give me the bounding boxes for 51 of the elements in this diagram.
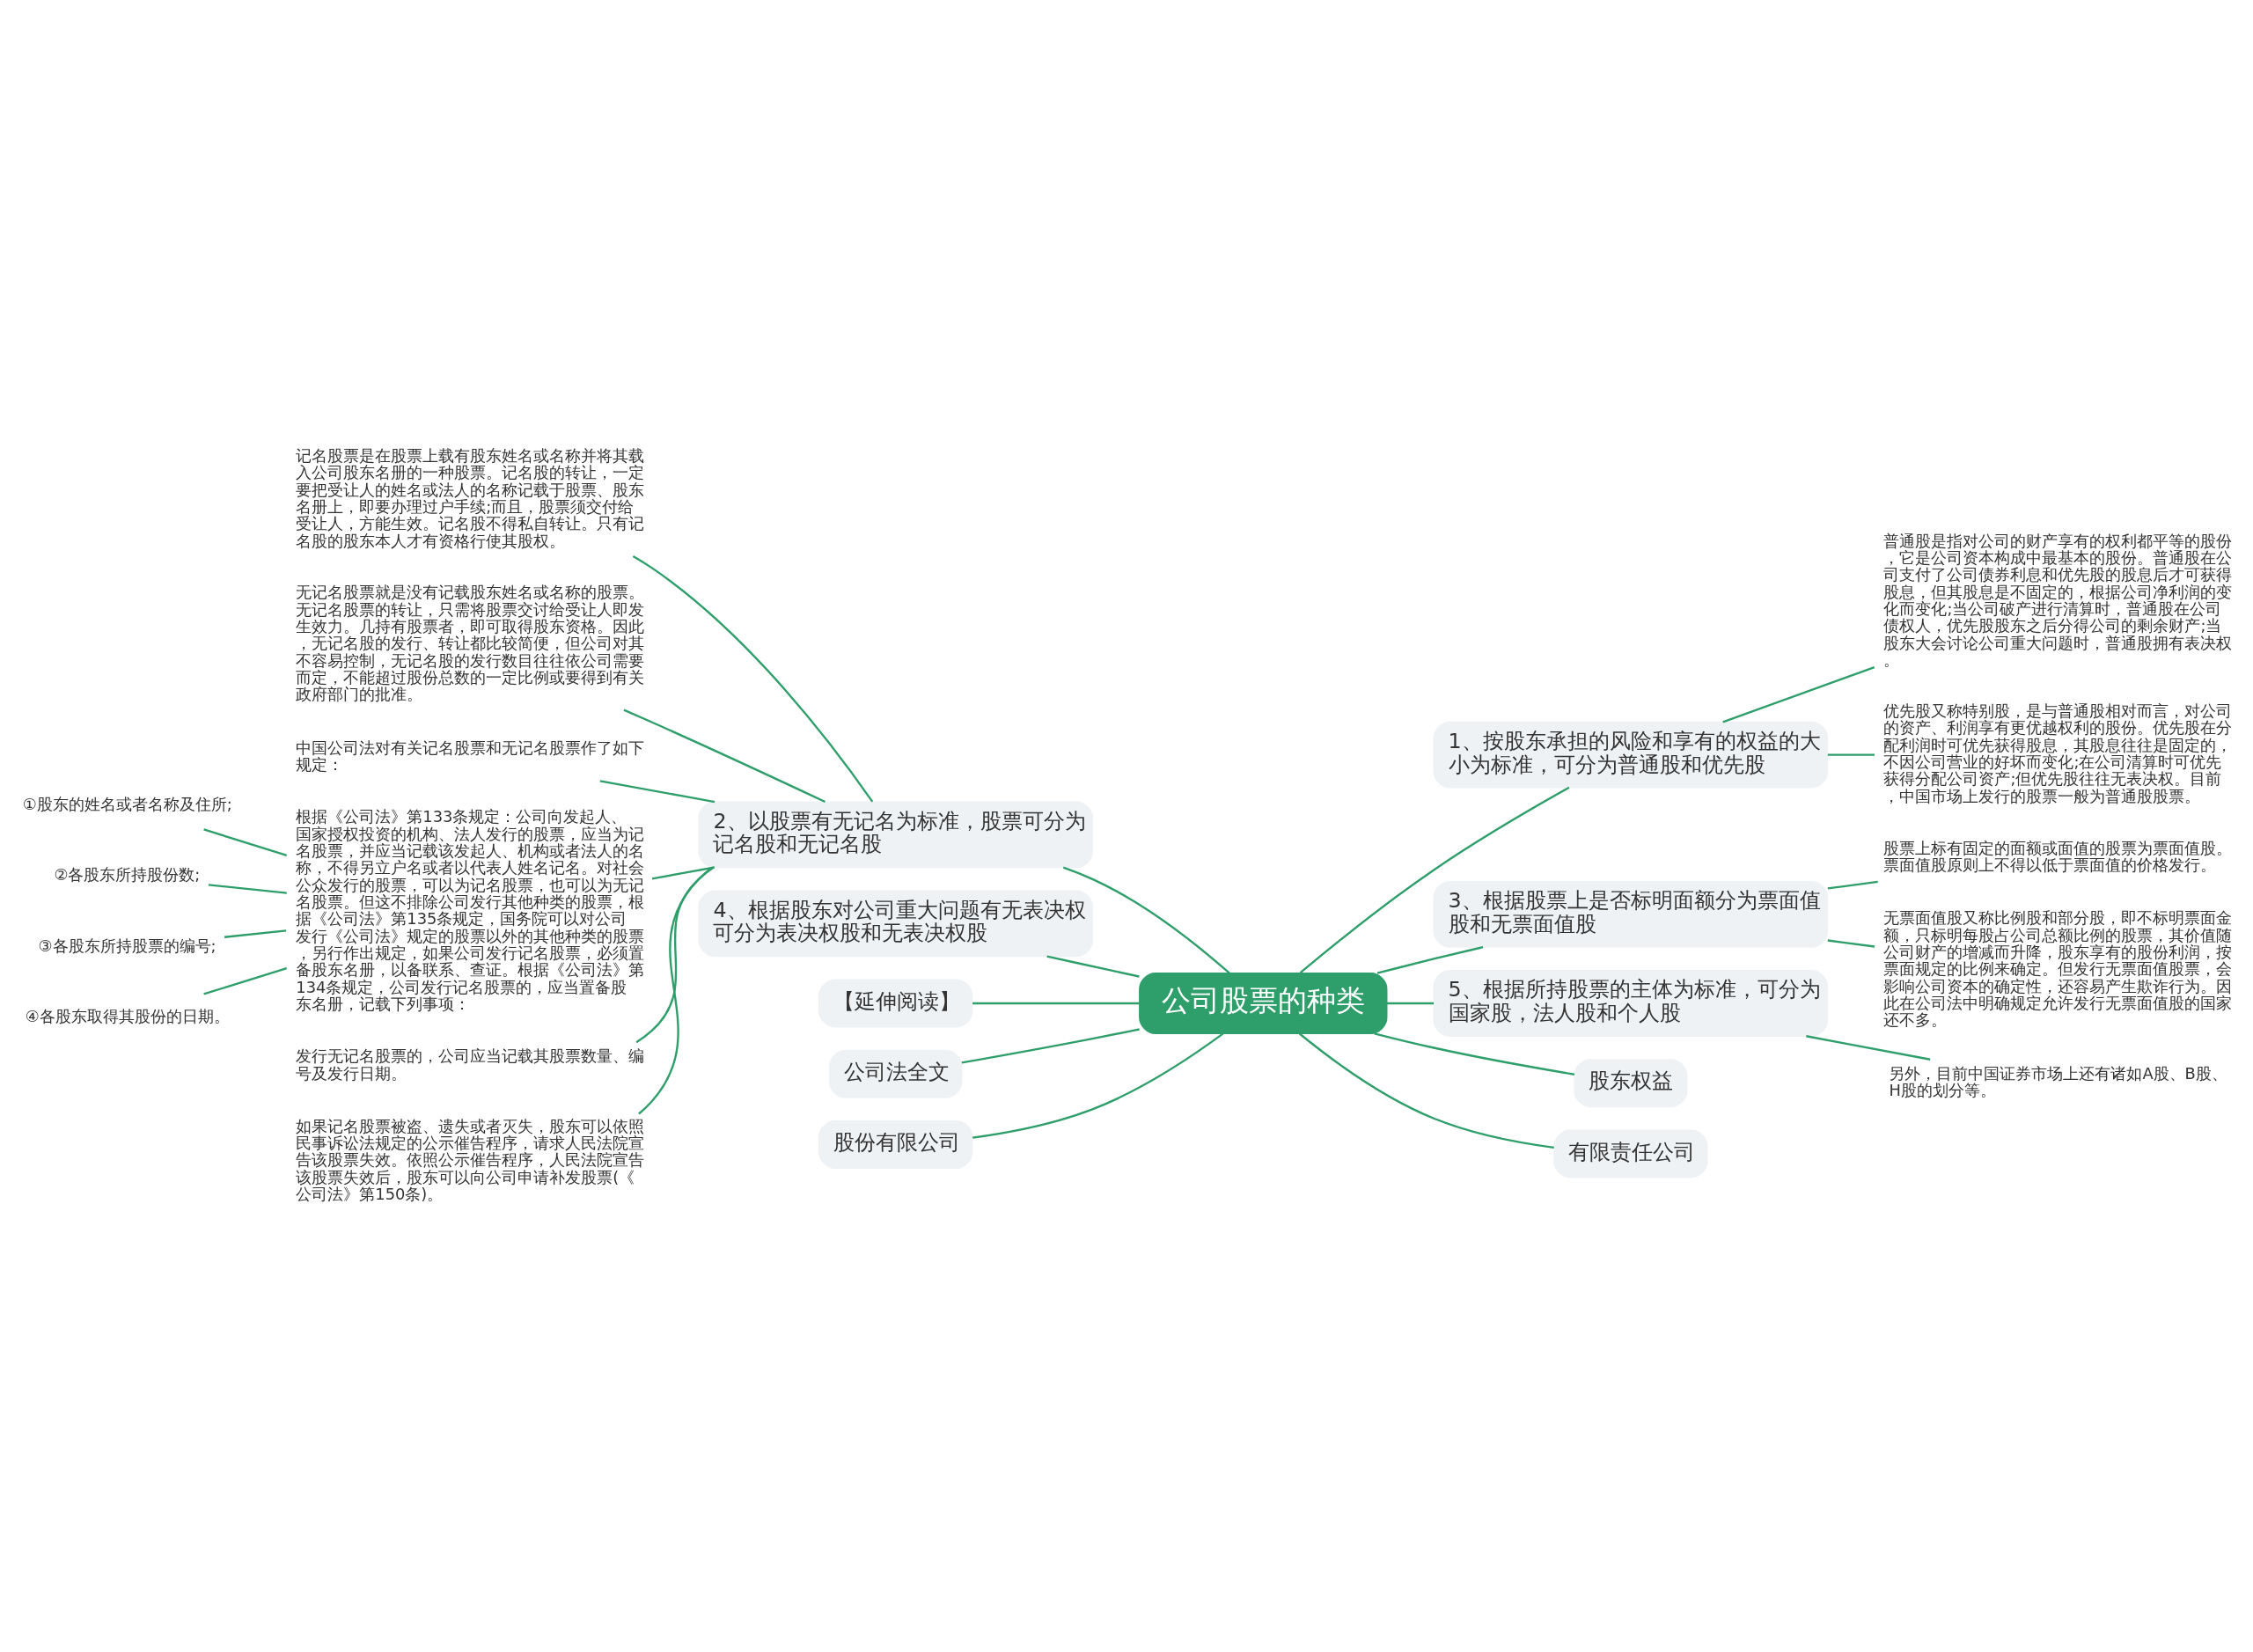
connector [961, 1027, 1140, 1064]
node-box: 4、根据股东对公司重大问题有无表决权可分为表决权股和无表决权股 [698, 889, 1094, 957]
connector [638, 866, 713, 1114]
connector [972, 1032, 1224, 1139]
connector [635, 866, 715, 1043]
connector [224, 929, 287, 938]
connector [1722, 665, 1875, 723]
node-text: 如果记名股票被盗、遗失或者灭失，股东可以依照民事诉讼法规定的公示催告程序，请求人民法院宣告该股票失效。依照公示催告程序，人民法院宣告该股票失效后，股东可以向公司申请补发股票(《公司法》第150条)。 [296, 1116, 645, 1203]
node-box: 2、以股票有无记名为标准，股票可分为记名股和无记名股 [698, 800, 1094, 868]
node-box: 公司法全文 [828, 1049, 963, 1098]
node-box: 公司股票的种类 [1139, 972, 1388, 1034]
node-text: ④各股东取得其股份的日期。 [25, 1006, 230, 1025]
connector [599, 779, 716, 803]
node-box: 5、根据所持股票的主体为标准，可分为国家股，法人股和个人股 [1433, 969, 1829, 1037]
connector [1387, 1002, 1435, 1004]
node-text: 无票面值股又称比例股和部分股，即不标明票面金额，只标明每股占公司总额比例的股票，其价值随公司财产的增减而升降，股东享有的股份利润，按票面规定的比例来确定。但发行无票面值股票，会影响公司资本的确定性，还容易产生欺诈行为。因此在公司法中明确规定允许发行无票面值股的国家还不多。 [1883, 907, 2233, 1029]
node-text: 记名股票是在股票上载有股东姓名或名称并将其载入公司股东名册的一种股票。记名股的转让，一定要把受让人的姓名或法人的名称记载于股票、股东名册上，即要办理过户手续;而且，股票须交付给受让人，方能生效。记名股不得私自转让。只有记名股的股东本人才有资格行使其股权。 [296, 445, 645, 550]
connector [1806, 1034, 1931, 1061]
connector [1374, 1032, 1575, 1076]
connector [1827, 880, 1878, 890]
connector [208, 883, 287, 894]
node-text: ③各股东所持股票的编号; [38, 936, 216, 955]
node-text: ①股东的姓名或者名称及住所; [22, 794, 232, 813]
connector [203, 966, 288, 995]
connector [632, 554, 874, 803]
connector [1376, 945, 1484, 974]
node-box: 3、根据股票上是否标明面额分为票面值股和无票面值股 [1433, 880, 1829, 948]
node-box: 【延伸阅读】 [818, 979, 973, 1027]
node-text: 发行无记名股票的，公司应当记载其股票数量、编号及发行日期。 [296, 1046, 645, 1083]
node-box: 有限责任公司 [1553, 1128, 1708, 1178]
connector [203, 827, 288, 856]
node-text: 中国公司法对有关记名股票和无记名股票作了如下规定： [296, 738, 645, 774]
node-text: 普通股是指对公司的财产享有的权利都平等的股份，它是公司资本构成中最基本的股份。普通股在公司支付了公司债券利息和优先股的股息后才可获得股息，但其股息是不固定的，根据公司净利润的变化而变化;当公司破产进行清算时，普通股在公司债权人，优先股股东之后分得公司的剩余财产;当股东大会讨论公司重大问题时，普通股拥有表决权。 [1883, 531, 2233, 669]
connector [1827, 753, 1875, 756]
node-text: 优先股又称特别股，是与普通股相对而言，对公司的资产、利润享有更优越权利的股份。优先股在分配利润时可优先获得股息，其股息往往是固定的，不因公司营业的好坏而变化;在公司清算时可优先获得分配公司资产;但优先股往往无表决权。目前，中国市场上发行的股票一般为普通股股票。 [1883, 701, 2233, 805]
node-box: 股份有限公司 [818, 1120, 973, 1169]
connector [972, 1002, 1140, 1004]
node-text: 另外，目前中国证券市场上还有诸如A股、B股、H股的划分等。 [1889, 1063, 2227, 1099]
connector [1062, 865, 1230, 974]
node-text: 股票上标有固定的面额或面值的股票为票面值股。票面值股原则上不得以低于票面值的价格发行。 [1883, 838, 2233, 874]
node-text: 无记名股票就是没有记载股东姓名或名称的股票。无记名股票的转让，只需将股票交讨给受让人即发生效力。几持有股票者，即可取得股东资格。因此，无记名股的发行、转让都比较简便，但公司对其不容易控制，无记名股的发行数目往往依公司需要而定，不能超过股份总数的一定比例或要得到有关政府部门的批准。 [296, 582, 645, 703]
connector [1827, 938, 1875, 948]
node-box: 股东权益 [1574, 1058, 1688, 1107]
connector [623, 708, 826, 803]
node-text: ②各股东所持股份数; [54, 864, 201, 884]
node-text: 根据《公司法》第133条规定：公司向发起人、国家授权投资的机构、法人发行的股票，应当为记名股票，并应当记载该发起人、机构或者法人的名称，不得另立户名或者以代表人姓名记名。对社会公众发行的股票，可以为记名股票，也可以为无记名股票。但这不排除公司发行其他种类的股票，根据《公司法》第135条规定，国务院可以对公司发行《公司法》规定的股票以外的其他种类的股票，另行作出规定，如果公司发行记名股票，必须置备股东名册，以备联系、查证。根据《公司法》第134条规定，公司发行记名股票的，应当置备股东名册，记载下列事项： [296, 806, 645, 1013]
connector [1046, 954, 1140, 978]
connector [651, 865, 716, 880]
node-box: 1、按股东承担的风险和享有的权益的大小为标准，可分为普通股和优先股 [1433, 721, 1829, 789]
connector [1298, 1032, 1554, 1149]
connector [1299, 786, 1570, 973]
